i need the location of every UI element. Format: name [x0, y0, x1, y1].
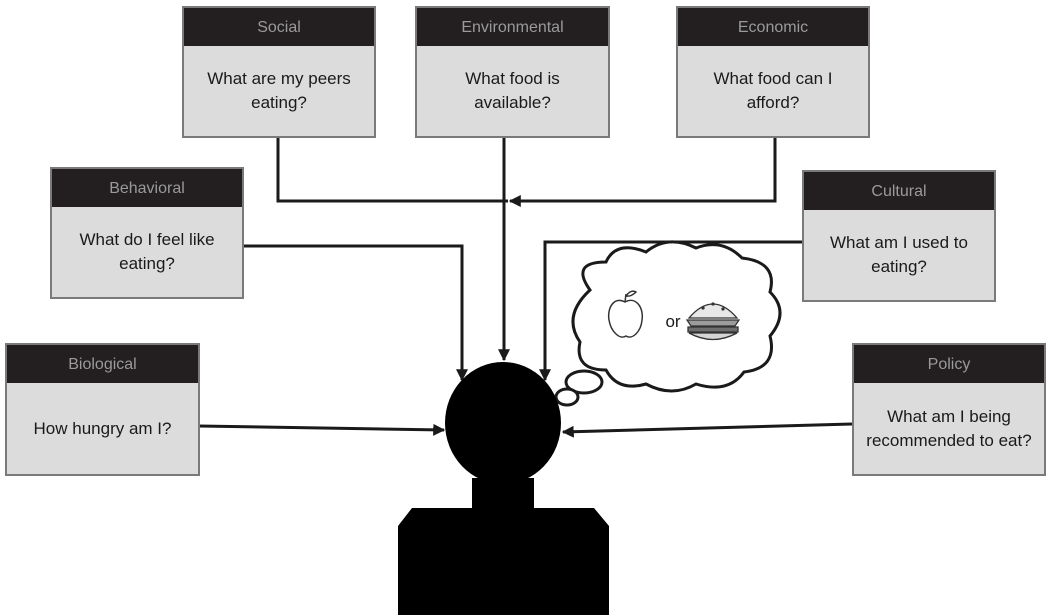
choice-word: or	[665, 312, 680, 331]
factor-question: How hungry am I?	[33, 418, 172, 438]
thought-bubble	[554, 240, 782, 407]
factor-question: What am I being recommended to eat?	[866, 406, 1032, 450]
person-silhouette	[398, 362, 609, 615]
social-connector	[276, 138, 508, 203]
factor-question: What are my peers eating?	[207, 69, 351, 112]
factor-box-economic: Economic What food can I afford?	[676, 6, 870, 138]
burger-icon	[685, 302, 741, 341]
behavioral-arrow	[243, 244, 468, 382]
factor-category: Cultural	[804, 172, 994, 210]
factor-category: Environmental	[417, 8, 608, 46]
factor-box-environmental: Environmental What food is available?	[415, 6, 610, 138]
factor-question: What am I used to eating?	[830, 233, 968, 276]
factor-question: What do I feel like eating?	[79, 230, 215, 273]
factor-box-behavioral: Behavioral What do I feel like eating?	[50, 167, 244, 299]
cultural-arrow	[539, 240, 803, 382]
factor-category: Behavioral	[52, 169, 242, 207]
apple-icon	[607, 290, 644, 338]
policy-arrow	[561, 422, 853, 438]
factor-category: Biological	[7, 345, 198, 383]
factor-box-cultural: Cultural What am I used to eating?	[802, 170, 996, 302]
factor-category: Policy	[854, 345, 1044, 383]
factor-box-biological: Biological How hungry am I?	[5, 343, 200, 476]
factor-question: What food is available?	[465, 69, 560, 112]
factor-box-social: Social What are my peers eating?	[182, 6, 376, 138]
factor-box-policy: Policy What am I being recommended to ea…	[852, 343, 1046, 476]
factor-category: Social	[184, 8, 374, 46]
factor-category: Economic	[678, 8, 868, 46]
economic-connector	[508, 138, 777, 207]
factor-question: What food can I afford?	[713, 69, 833, 112]
biological-arrow	[198, 423, 446, 436]
